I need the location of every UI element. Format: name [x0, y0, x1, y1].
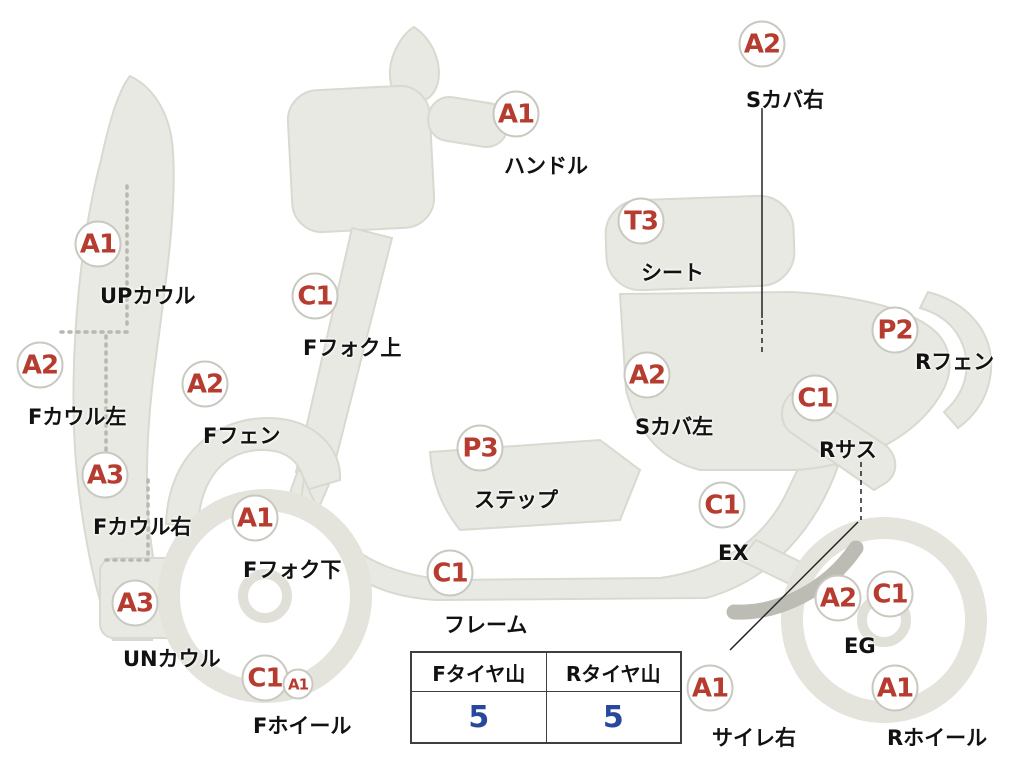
part-label: Fフォク下 [243, 558, 342, 582]
part-label: ハンドル [504, 154, 588, 178]
tire-table-header-rear: Rタイヤ山 [545, 653, 681, 691]
condition-code-badge: C1 [241, 654, 289, 702]
part-label: Fホイール [253, 714, 352, 738]
condition-code-badge: C1 [698, 481, 746, 529]
condition-code-badge: A2 [181, 360, 229, 408]
front-fender-shape [164, 416, 342, 528]
condition-code-badge: A3 [111, 579, 159, 627]
part-label: Rフェン [915, 350, 995, 374]
part-label: フレーム [444, 613, 528, 637]
part-label: Rホイール [887, 726, 988, 750]
condition-code-badge: A1 [871, 664, 919, 712]
part-label: Fカウル右 [93, 515, 192, 539]
condition-code-badge: A1 [492, 90, 540, 138]
part-label: Fカウル左 [28, 405, 127, 429]
condition-code-badge: A1 [686, 664, 734, 712]
part-label: EX [718, 541, 749, 565]
part-label: サイレ右 [712, 726, 796, 750]
leader-lines [729, 108, 862, 651]
handlebar-cover-shape [286, 84, 436, 234]
front-cowl-shape [72, 74, 175, 641]
tire-table-value-front: 5 [468, 699, 490, 735]
tire-tread-table: Fタイヤ山 Rタイヤ山 5 5 [410, 651, 682, 744]
condition-code-badge: A2 [16, 341, 64, 389]
rear-fender-shape [918, 290, 993, 430]
part-label: UNカウル [123, 647, 221, 671]
part-label: ステップ [474, 488, 558, 512]
part-label: Sカバ右 [746, 88, 825, 112]
condition-code-badge: A1 [74, 220, 122, 268]
tire-table-value-rear: 5 [545, 692, 681, 742]
part-label: シート [641, 261, 704, 285]
condition-code-badge: T3 [617, 197, 665, 245]
leader-silencer [729, 521, 859, 651]
condition-code-badge: A1 [231, 494, 279, 542]
condition-code-badge: A2 [738, 20, 786, 68]
exhaust-shape [726, 540, 864, 620]
tire-table-header-front: Fタイヤ山 [432, 661, 526, 686]
part-label: Rサス [819, 438, 877, 462]
part-label: UPカウル [100, 284, 196, 308]
condition-code-badge: A1 [282, 668, 314, 700]
part-label: Fフォク上 [303, 336, 402, 360]
condition-code-badge: C1 [866, 570, 914, 618]
condition-code-badge: P3 [456, 424, 504, 472]
condition-code-badge: A2 [814, 574, 862, 622]
condition-code-badge: C1 [426, 549, 474, 597]
condition-code-badge: A2 [623, 351, 671, 399]
part-label: Fフェン [203, 424, 281, 448]
condition-code-badge: P2 [871, 306, 919, 354]
cowl-seam-lines [58, 184, 150, 562]
part-label: Sカバ左 [635, 415, 714, 439]
condition-code-badge: A3 [81, 451, 129, 499]
part-label: EG [844, 634, 876, 658]
condition-code-badge: C1 [791, 374, 839, 422]
condition-code-badge: C1 [291, 272, 339, 320]
